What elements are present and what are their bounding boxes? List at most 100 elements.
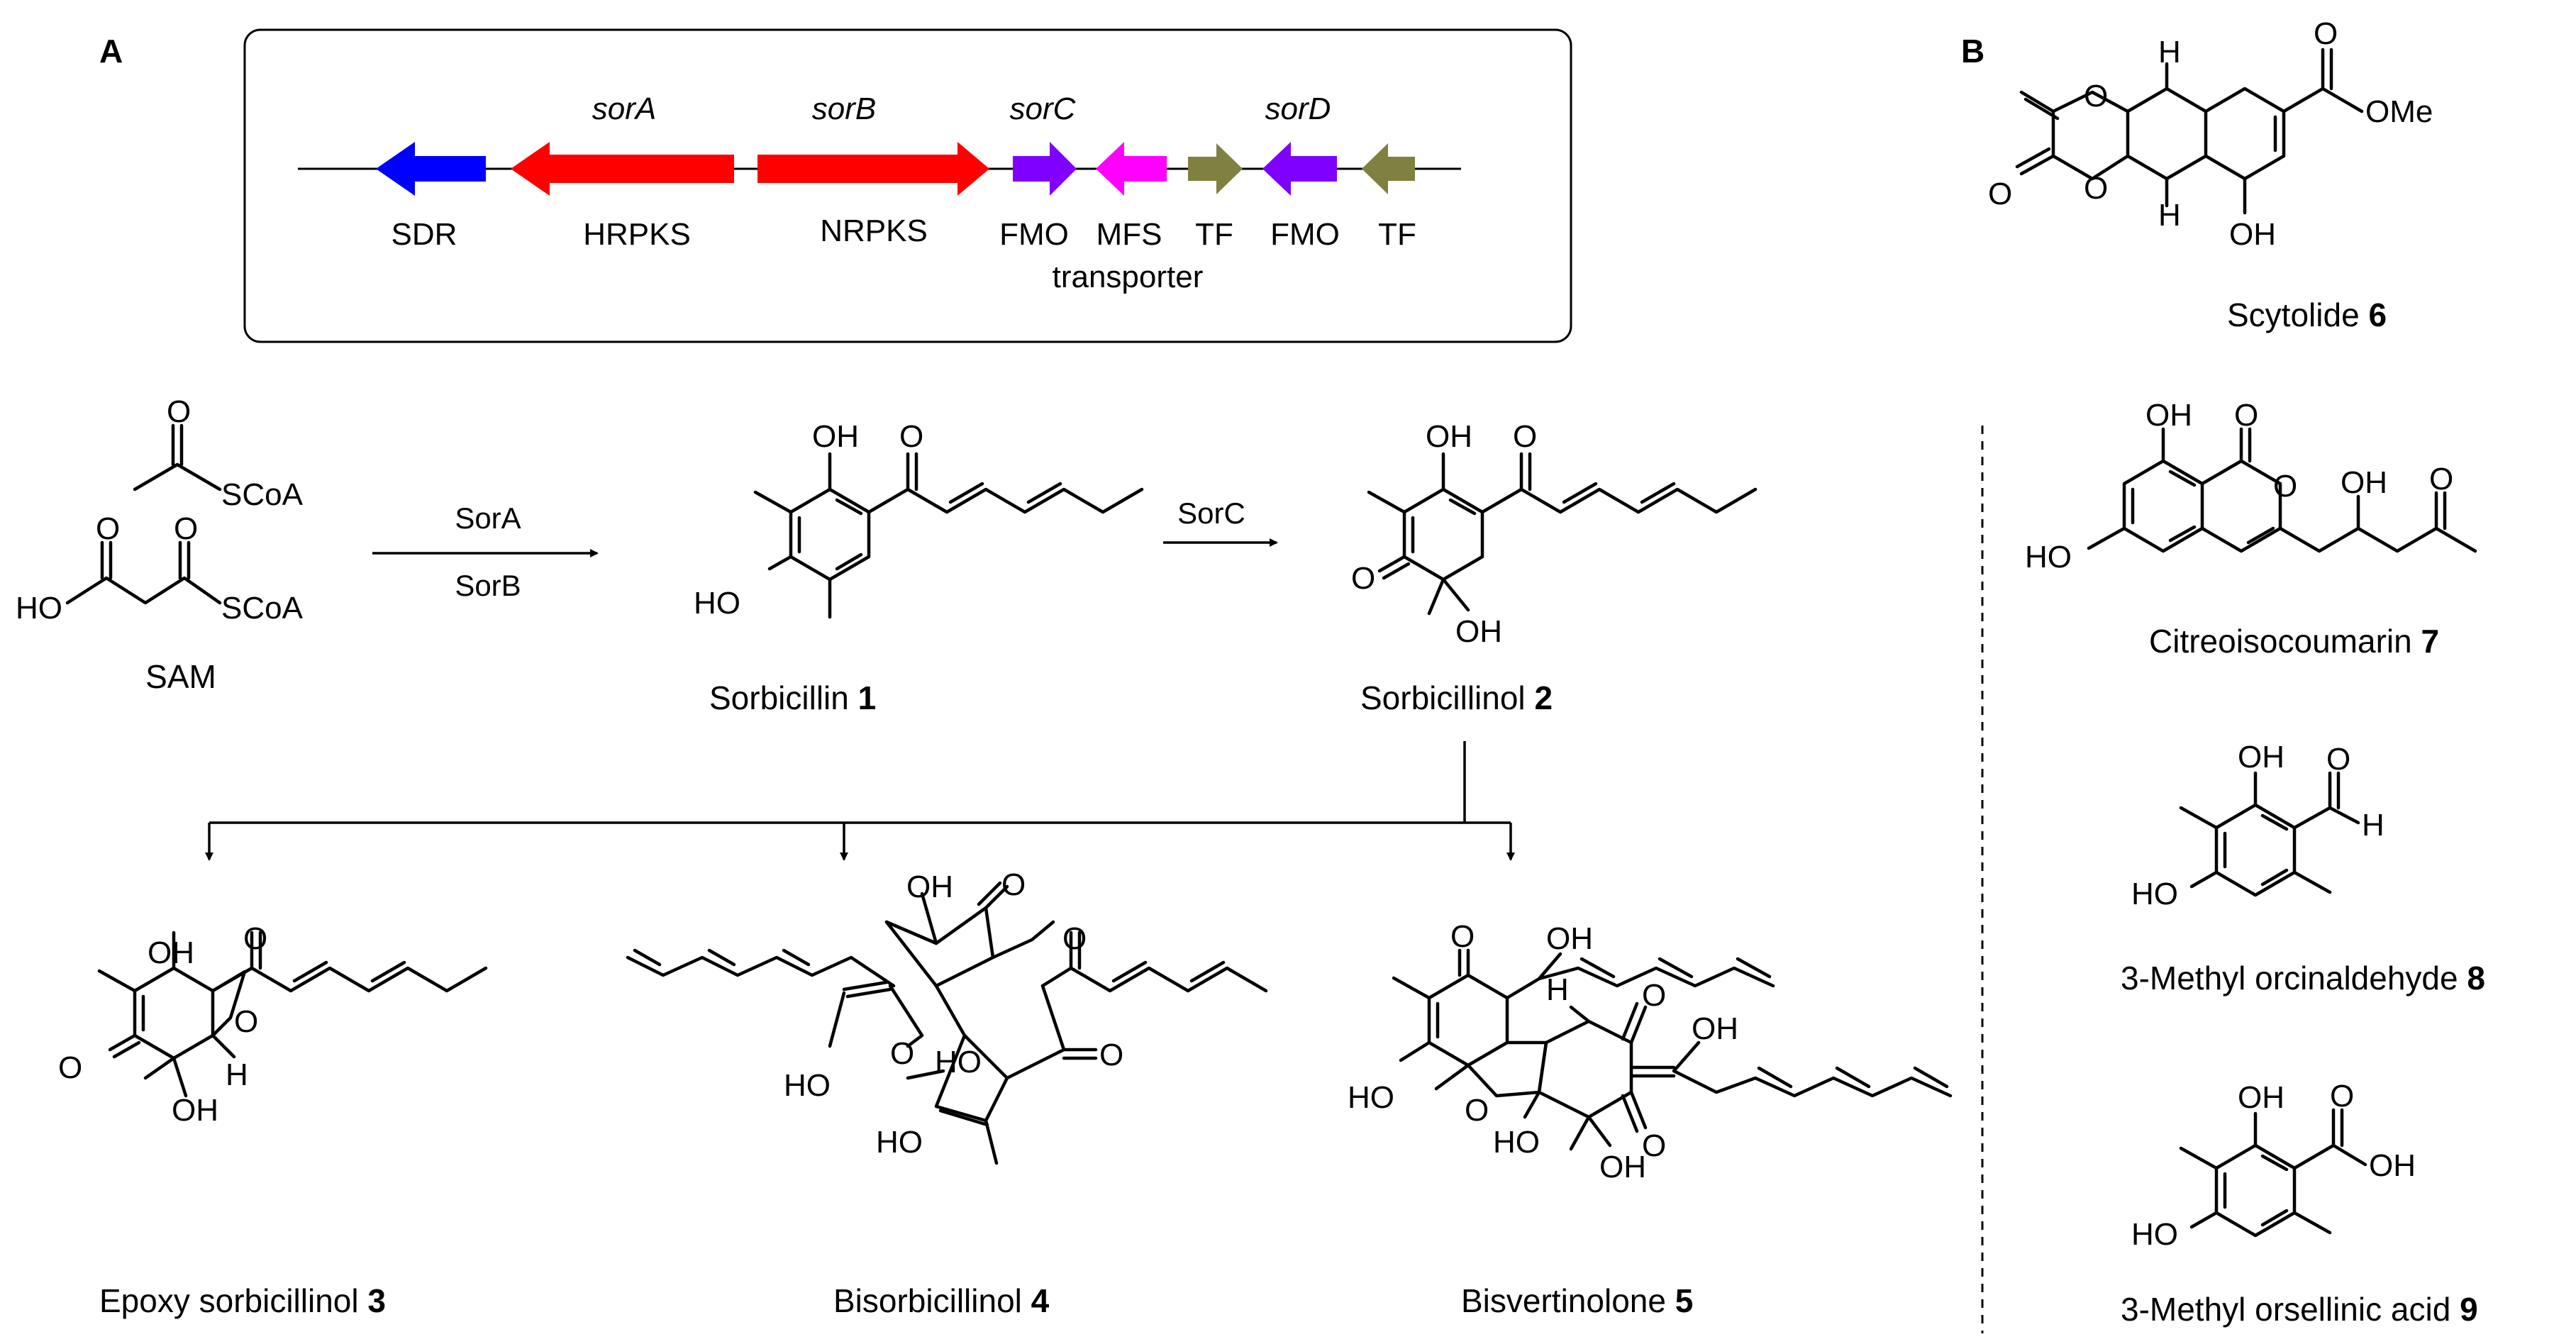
- structure-methyl-orsellinic-acid: OH O OH HO 3-Methyl orsellinic acid 9: [2121, 1079, 2478, 1328]
- atom-h: H: [226, 1057, 248, 1092]
- gene-label-fmo-c: FMO: [999, 217, 1069, 252]
- atom-oh: OH: [1426, 419, 1472, 454]
- caption-bisvertinolone: Bisvertinolone 5: [1461, 1282, 1693, 1319]
- atom-oh: OH: [2238, 740, 2284, 774]
- atom-o: O: [1642, 1128, 1666, 1163]
- atom-oh: OH: [2341, 465, 2387, 500]
- atom-oh: OH: [1455, 614, 1502, 649]
- atom-oh: OH: [2238, 1080, 2284, 1115]
- atom-o: O: [1642, 978, 1666, 1013]
- atom-o: O: [243, 921, 267, 956]
- starter-units: O SCoA O O HO SCoA SAM: [16, 394, 304, 695]
- panel-b-label: B: [1961, 33, 1984, 70]
- atom-ome: OMe: [2365, 94, 2433, 129]
- gene-arrow-tf1: [1188, 143, 1243, 194]
- atom-ho: HO: [16, 591, 62, 626]
- branch-arrows: [205, 741, 1515, 861]
- atom-oh: OH: [2229, 217, 2276, 252]
- atom-o: O: [1988, 177, 2012, 211]
- atom-oh: OH: [172, 1093, 218, 1128]
- atom-ho: HO: [1493, 1125, 1540, 1160]
- caption-methyl-orsellinic-acid: 3-Methyl orsellinic acid 9: [2121, 1291, 2478, 1328]
- gene-label-tf2: TF: [1378, 217, 1416, 252]
- gene-name-sord: sorD: [1265, 91, 1331, 126]
- structure-bisvertinolone: O OH H HO O O OH HO OH O Bisvertinolone …: [1348, 919, 1953, 1319]
- gene-arrow-sorb: [757, 142, 989, 196]
- atom-o: O: [2084, 171, 2108, 206]
- atom-o: O: [1513, 419, 1537, 454]
- atom-h: H: [1546, 972, 1569, 1007]
- enzyme-sorb: SorB: [455, 569, 521, 602]
- atom-scoa-2: SCoA: [221, 591, 304, 626]
- atom-o: O: [2326, 742, 2350, 777]
- gene-name-sorc: sorC: [1010, 91, 1077, 126]
- atom-ho: HO: [694, 586, 740, 621]
- atom-o: O: [174, 511, 198, 546]
- atom-o: O: [234, 1004, 258, 1039]
- atom-ho: HO: [2025, 540, 2072, 574]
- atom-ho: HO: [935, 1045, 982, 1079]
- caption-epoxy-sorbicillinol: Epoxy sorbicillinol 3: [99, 1282, 386, 1319]
- gene-cluster-box: [243, 28, 1572, 343]
- atom-oh: OH: [2145, 398, 2192, 433]
- structure-epoxy-sorbicillinol: OH O O H O OH Epoxy sorbicillinol 3: [58, 921, 488, 1319]
- gene-name-sorb: sorB: [812, 91, 876, 126]
- atom-ho: HO: [2131, 1217, 2178, 1252]
- structure-methyl-orcinaldehyde: OH O H HO 3-Methyl orcinaldehyde 8: [2121, 740, 2485, 996]
- atom-o: O: [890, 1036, 914, 1071]
- caption-sorbicillin: Sorbicillin 1: [709, 679, 876, 716]
- enzyme-sorc: SorC: [1177, 496, 1245, 530]
- atom-o: O: [1351, 561, 1375, 596]
- gene-arrow-sorc: [1013, 142, 1077, 196]
- structure-sorbicillinol: OH O O OH Sorbicillinol 2: [1351, 419, 1758, 716]
- gene-label-fmo-d: FMO: [1270, 217, 1340, 252]
- panel-a-label: A: [99, 33, 123, 70]
- atom-ho: HO: [784, 1068, 831, 1103]
- atom-oh: OH: [2369, 1148, 2416, 1183]
- gene-label-tf1: TF: [1195, 217, 1233, 252]
- structure-citreoisocoumarin: OH O O HO OH O Citreoisocoumarin 7: [2025, 398, 2477, 660]
- gene-label-mfs: MFS: [1097, 217, 1162, 252]
- atom-oh: OH: [1692, 1011, 1738, 1046]
- atom-o: O: [899, 419, 923, 454]
- atom-ho: HO: [2131, 877, 2178, 911]
- atom-o: O: [1450, 919, 1475, 954]
- atom-o: O: [167, 394, 191, 429]
- structure-scytolide: O O O H H O OMe OH Scytolide 6: [1988, 16, 2433, 333]
- structure-sorbicillin: OH O HO Sorbicillin 1: [694, 419, 1144, 716]
- atom-o: O: [2314, 16, 2338, 51]
- atom-o: O: [1062, 921, 1087, 956]
- gene-arrow-mfs: [1096, 142, 1167, 196]
- atom-oh: OH: [906, 870, 953, 904]
- atom-oh: OH: [148, 935, 194, 970]
- gene-arrow-sora: [511, 142, 734, 196]
- atom-o: O: [1001, 867, 1026, 902]
- gene-label-nrpks: NRPKS: [820, 213, 928, 248]
- atom-o: O: [2084, 79, 2108, 113]
- atom-oh: OH: [1546, 921, 1593, 956]
- caption-scytolide: Scytolide 6: [2227, 296, 2387, 333]
- gene-arrow-sord: [1262, 142, 1337, 196]
- atom-o: O: [2429, 462, 2453, 496]
- atom-oh: OH: [812, 419, 859, 454]
- caption-citreoisocoumarin: Citreoisocoumarin 7: [2149, 623, 2439, 660]
- gene-name-sora: sorA: [592, 91, 656, 126]
- atom-h: H: [2362, 808, 2385, 843]
- atom-o: O: [2330, 1079, 2354, 1113]
- caption-sam: SAM: [145, 658, 216, 695]
- atom-o: O: [2273, 469, 2297, 504]
- caption-bisorbicillinol: Bisorbicillinol 4: [833, 1282, 1050, 1319]
- gene-label-hrpks: HRPKS: [583, 217, 691, 252]
- atom-ho: HO: [876, 1125, 923, 1160]
- atom-o: O: [1465, 1093, 1489, 1128]
- enzyme-sora: SorA: [455, 501, 521, 535]
- caption-methyl-orcinaldehyde: 3-Methyl orcinaldehyde 8: [2121, 960, 2485, 996]
- gene-label-sdr: SDR: [392, 217, 457, 252]
- atom-h: H: [2158, 198, 2181, 233]
- gene-arrow-tf2: [1362, 143, 1415, 194]
- structure-bisorbicillinol: OH O O HO O HO HO O Bisorbicillinol 4: [626, 867, 1268, 1319]
- gene-cluster: sorA sorB sorC sorD SDR HRPKS NRPKS FMO …: [243, 28, 1572, 343]
- caption-sorbicillinol: Sorbicillinol 2: [1360, 679, 1553, 716]
- atom-scoa-1: SCoA: [221, 477, 304, 512]
